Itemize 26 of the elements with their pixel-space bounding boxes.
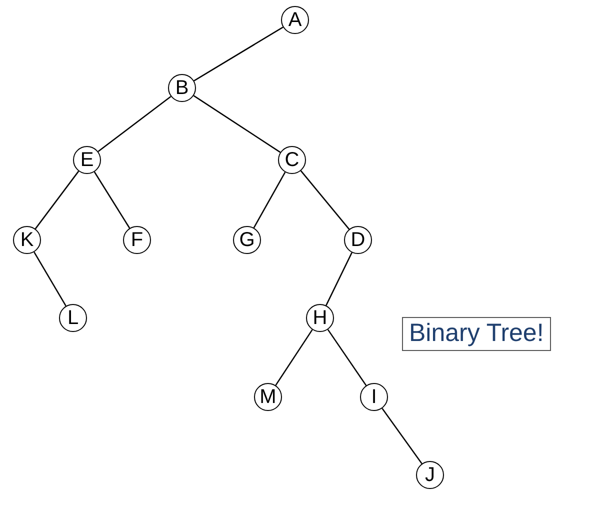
tree-node: L xyxy=(59,304,87,332)
tree-edge xyxy=(34,252,66,306)
tree-edge xyxy=(253,172,286,228)
tree-node: G xyxy=(233,226,261,254)
tree-edge xyxy=(34,170,80,230)
tree-edge xyxy=(275,329,313,386)
tree-node: B xyxy=(168,74,196,102)
tree-node: E xyxy=(73,146,101,174)
tree-edge xyxy=(327,329,367,386)
tree-node: A xyxy=(281,6,309,34)
tree-node: F xyxy=(123,226,151,254)
tree-edge xyxy=(382,408,422,464)
tree-node: C xyxy=(278,146,306,174)
tree-edge xyxy=(300,170,350,230)
tree-node: D xyxy=(344,226,372,254)
tree-node: H xyxy=(306,304,334,332)
tree-edge xyxy=(194,26,284,82)
tree-edge xyxy=(326,252,352,306)
tree-node: J xyxy=(416,461,444,489)
tree-node: I xyxy=(360,383,388,411)
tree-edge xyxy=(94,172,130,228)
tree-edge xyxy=(193,95,281,153)
caption-box: Binary Tree! xyxy=(402,317,551,350)
tree-edge xyxy=(98,96,172,152)
tree-node: K xyxy=(13,226,41,254)
tree-node: M xyxy=(254,383,282,411)
